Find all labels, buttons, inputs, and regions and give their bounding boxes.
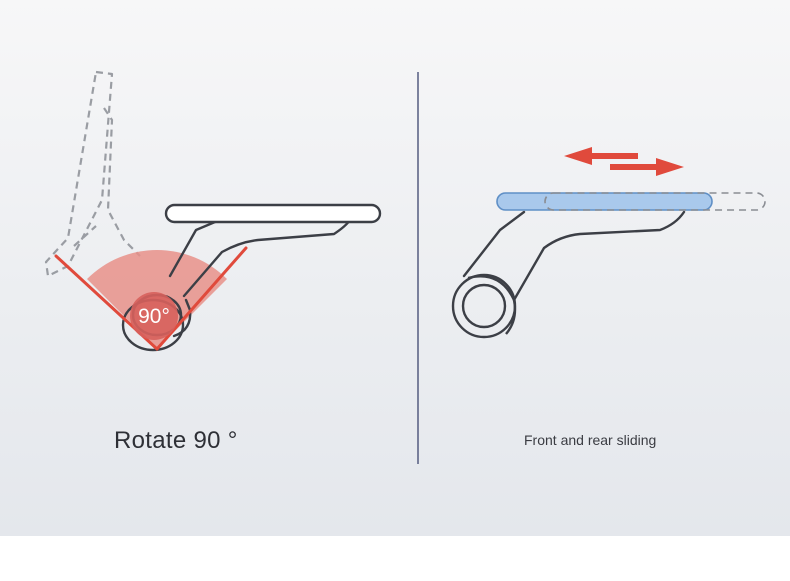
slide-illustration: [451, 147, 766, 339]
sliding-caption: Front and rear sliding: [524, 432, 657, 448]
slid-position-outline: [544, 192, 766, 211]
slide-arrow-left-icon: [564, 147, 638, 165]
angle-label: 90°: [138, 305, 170, 328]
slide-mount-ring: [451, 273, 517, 339]
slide-arrow-right-icon: [610, 158, 684, 176]
illustration-canvas: 90°: [44, 70, 766, 464]
rotate-caption: Rotate 90 °: [114, 427, 238, 454]
ghost-arm-outline: [44, 70, 141, 278]
illustration-panel: 90°: [0, 0, 790, 536]
slide-bracket-arm: [462, 210, 686, 302]
mount-plate: [164, 203, 382, 224]
sliding-plate: [496, 192, 713, 211]
angle-badge: [130, 292, 178, 340]
rotate-illustration: 90°: [44, 70, 382, 352]
